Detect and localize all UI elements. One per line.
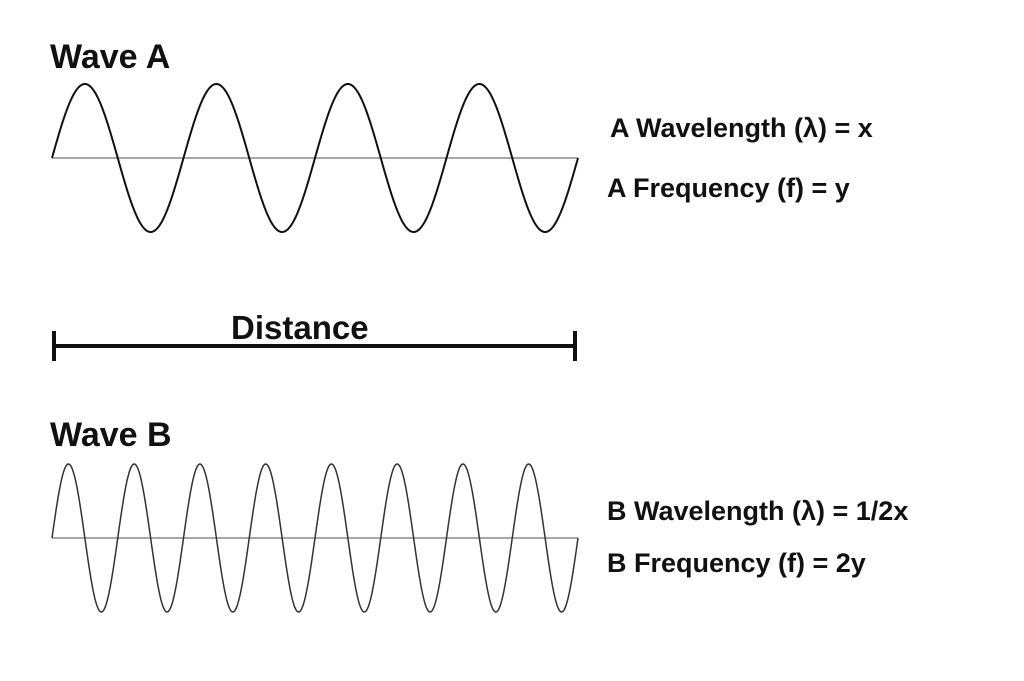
wave-b-wavelength-label: B Wavelength (λ) = 1/2x [607,496,909,526]
wave-a-diagram [51,83,579,233]
distance-scale-bar [52,331,577,361]
wave-b-frequency-label: B Frequency (f) = 2y [607,548,866,578]
wave-a-wavelength-label: A Wavelength (λ) = x [610,113,873,143]
distance-label: Distance [231,309,369,346]
wave-b-title: Wave B [50,416,172,454]
wave-a-frequency-label: A Frequency (f) = y [607,173,850,203]
wave-a-title: Wave A [50,38,171,76]
wave-b-diagram [51,463,579,613]
wave-a-curve [51,83,579,233]
wave-b-curve [51,463,579,613]
